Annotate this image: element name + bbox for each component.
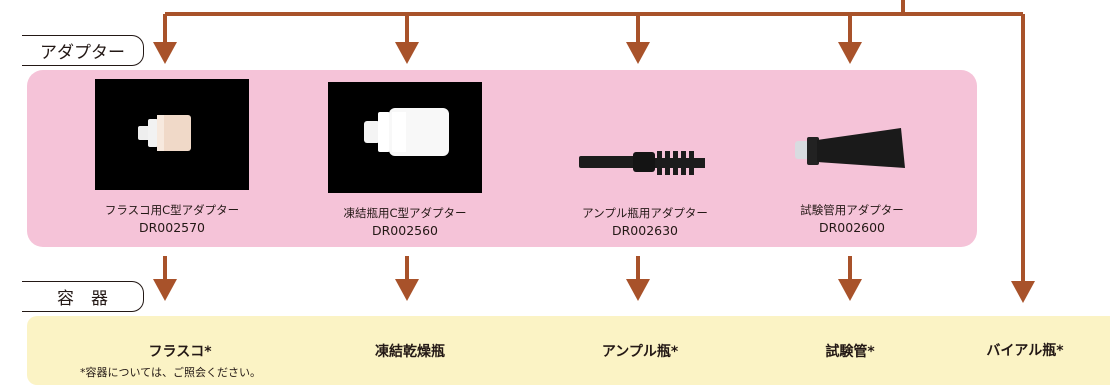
adapter-caption: 凍結瓶用C型アダプター DR002560	[305, 204, 505, 240]
container-name: 凍結乾燥瓶	[375, 344, 445, 360]
arrow-head	[838, 279, 862, 301]
adapter-section-label: アダプター	[22, 35, 144, 66]
adapter-name: 試験管用アダプター	[800, 203, 904, 217]
arrow-head	[1011, 281, 1035, 303]
adapter-label-text: アダプター	[40, 43, 125, 63]
adapter-code: DR002600	[818, 220, 886, 235]
arrow-head	[153, 279, 177, 301]
container-name: フラスコ*	[148, 344, 212, 360]
adapter-name: 凍結瓶用C型アダプター	[343, 206, 467, 220]
arrow-head	[395, 279, 419, 301]
arrow-head	[153, 42, 177, 64]
adapter-code: DR002570	[138, 220, 206, 235]
adapter-photo-flask	[95, 79, 249, 190]
adapter-name: アンプル瓶用アダプター	[582, 206, 708, 220]
container-section-label: 容 器	[22, 281, 144, 312]
container-panel	[27, 316, 1110, 385]
footnote: *容器については、ご照会ください。	[80, 366, 261, 379]
arrow-head	[838, 42, 862, 64]
container-name: バイアル瓶*	[986, 343, 1064, 359]
adapter-caption: 試験管用アダプター DR002600	[752, 201, 952, 237]
adapter-caption: アンプル瓶用アダプター DR002630	[545, 204, 745, 240]
container-name: 試験管*	[825, 344, 875, 360]
adapter-photo-test-tube	[793, 128, 908, 178]
adapter-name: フラスコ用C型アダプター	[104, 203, 240, 217]
adapter-code: DR002630	[611, 223, 679, 238]
container-name: アンプル瓶*	[601, 344, 679, 360]
container-label-text: 容 器	[57, 289, 108, 309]
adapter-caption: フラスコ用C型アダプター DR002570	[72, 201, 272, 237]
adapter-code: DR002560	[371, 223, 439, 238]
adapter-photo-freeze-bottle	[328, 82, 482, 193]
arrow-head	[626, 42, 650, 64]
arrow-head	[626, 279, 650, 301]
adapter-photo-ampoule	[577, 150, 712, 176]
arrow-head	[395, 42, 419, 64]
